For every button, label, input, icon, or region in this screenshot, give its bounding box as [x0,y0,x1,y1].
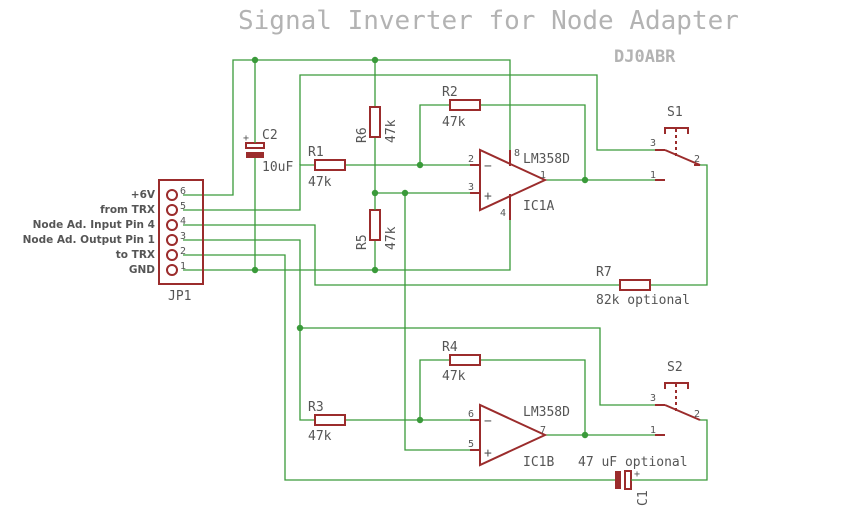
ic1a-pin: 3 [468,182,474,193]
jp1-pin-num: 5 [180,201,186,212]
ic1a-value: LM358D [523,152,570,167]
r1-ref: R1 [308,145,324,160]
jp1-pin-label: GND [129,264,155,276]
s1-pin: 3 [650,138,656,149]
minus-sign: − [484,414,492,429]
capacitor-c2: + C2 10uF [243,128,293,175]
resistor-r5: R5 47k [355,209,399,250]
s1-pin: 2 [694,154,700,165]
s2-pin: 3 [650,393,656,404]
jp1-pin-num: 2 [180,246,186,257]
jp1-pin-label: Node Ad. Output Pin 1 [23,234,155,246]
ic1b-pin: 5 [468,439,474,450]
r6-value: 47k [384,119,399,143]
s2-pin: 2 [694,409,700,420]
jp1-pin-num: 3 [180,231,186,242]
c1-value: 47 uF optional [578,455,688,470]
ic1a-pin: 2 [468,154,474,165]
ic1a-pin: 4 [500,208,506,219]
r4-value: 47k [442,369,466,384]
r4-ref: R4 [442,340,458,355]
c1-ref: C1 [636,490,651,506]
ic1b-value: LM358D [523,405,570,420]
jp1-pin-label: Node Ad. Input Pin 4 [33,219,155,231]
resistor-r4: R4 47k [442,340,481,384]
s2-pin: 1 [650,425,656,436]
c2-value: 10uF [262,160,293,175]
plus-sign: + [484,446,492,461]
switch-s1: S1 3 1 2 [650,105,701,181]
s2-ref: S2 [667,360,683,375]
author-label: DJ0ABR [614,47,676,67]
ic1a-pin: 1 [540,170,546,181]
plus-sign: + [634,469,640,480]
r1-value: 47k [308,175,332,190]
resistor-r3: R3 47k [308,400,346,444]
r2-value: 47k [442,115,466,130]
r5-ref: R5 [355,234,370,250]
s1-pin: 1 [650,170,656,181]
jp1-pin-label: from TRX [100,204,155,216]
jp1-pin-label: +6V [131,189,156,201]
ic1a-pin: 8 [514,148,520,159]
ic1b-ref: IC1B [523,455,554,470]
resistor-r1: R1 47k [308,145,346,190]
ic1b-pin: 7 [540,425,546,436]
switch-s2: S2 3 1 2 [650,360,701,436]
ic1b-pin: 6 [468,409,474,420]
diagram-title: Signal Inverter for Node Adapter [238,6,739,36]
jp1-pin-num: 6 [180,186,186,197]
plus-sign: + [484,189,492,204]
capacitor-c1: + 47 uF optional C1 [578,455,688,506]
opamp-ic1a: − + 2 3 1 8 4 LM358D IC1A [468,148,570,220]
junctions [251,56,589,439]
r3-ref: R3 [308,400,324,415]
s1-ref: S1 [667,105,683,120]
r7-ref: R7 [596,265,612,280]
r7-value: 82k optional [596,293,690,308]
jp1-pin-num: 4 [180,216,186,227]
jp1-pin-num: 1 [180,261,186,272]
r5-value: 47k [384,226,399,250]
plus-sign: + [243,133,249,144]
minus-sign: − [484,159,492,174]
jp1-pin-label: to TRX [116,249,155,261]
r6-ref: R6 [355,127,370,143]
connector-jp1: 6 5 4 3 2 1 +6V from TRX Node Ad. Input … [23,179,204,304]
ic1a-ref: IC1A [523,199,554,214]
opamp-ic1b: − + 6 5 7 LM358D IC1B [468,403,570,470]
r2-ref: R2 [442,85,458,100]
resistor-r2: R2 47k [442,85,481,130]
resistor-r7: R7 82k optional [596,265,690,308]
c2-ref: C2 [262,128,278,143]
r3-value: 47k [308,429,332,444]
resistor-r6: R6 47k [355,106,399,143]
jp1-ref: JP1 [168,289,191,304]
